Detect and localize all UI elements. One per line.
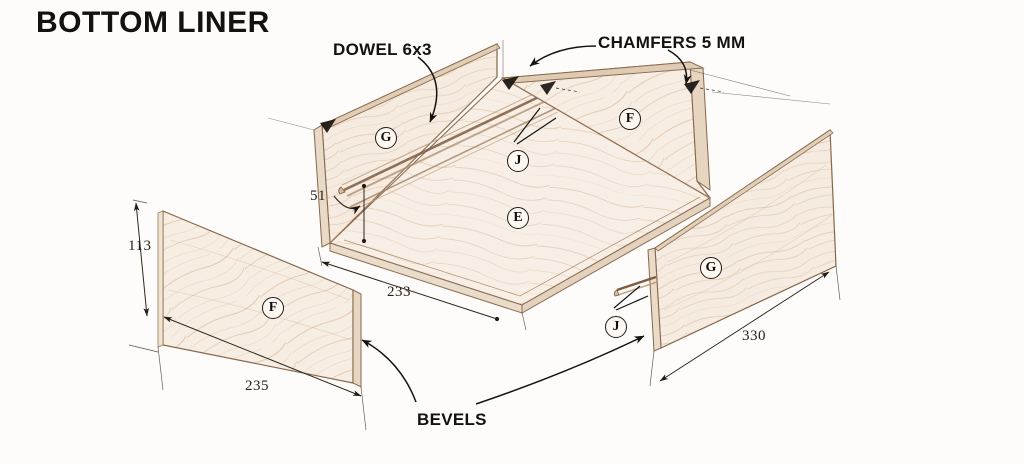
part-label-g-back-assembled: G bbox=[375, 127, 397, 149]
callout-bevels: BEVELS bbox=[417, 410, 487, 429]
part-label-f-side-loose: F bbox=[262, 297, 284, 319]
callout-dowel: DOWEL 6x3 bbox=[333, 40, 432, 59]
leader-chamfer-left bbox=[529, 45, 597, 67]
part-label-f-side-assembled: F bbox=[619, 108, 641, 130]
dimension-51: 51 bbox=[310, 188, 326, 204]
callout-chamfers: CHAMFERS 5 MM bbox=[598, 33, 746, 52]
part-label-g-back-loose: G bbox=[700, 257, 722, 279]
page-title: BOTTOM LINER bbox=[36, 6, 270, 39]
side-panel-F-assembled bbox=[501, 61, 711, 199]
leader-bevel-right bbox=[475, 335, 645, 405]
dimension-233: 233 bbox=[387, 284, 411, 300]
leader-chamfer-right bbox=[667, 49, 692, 85]
leader-j-assembled bbox=[513, 107, 541, 143]
assembled-box-group bbox=[313, 40, 712, 314]
dimension-lines bbox=[128, 69, 841, 431]
dimension-113: 113 bbox=[128, 238, 152, 254]
leader-bevel-left bbox=[361, 339, 417, 403]
leader-j-loose bbox=[613, 285, 641, 309]
part-label-j-dowel-loose: J bbox=[605, 316, 627, 338]
part-label-j-dowel-assembled: J bbox=[507, 150, 529, 172]
dimension-330: 330 bbox=[742, 328, 766, 344]
leader-lines bbox=[361, 45, 692, 405]
part-label-e-base: E bbox=[507, 207, 529, 229]
leader-dowel bbox=[417, 56, 438, 123]
dimension-235: 235 bbox=[245, 378, 269, 394]
